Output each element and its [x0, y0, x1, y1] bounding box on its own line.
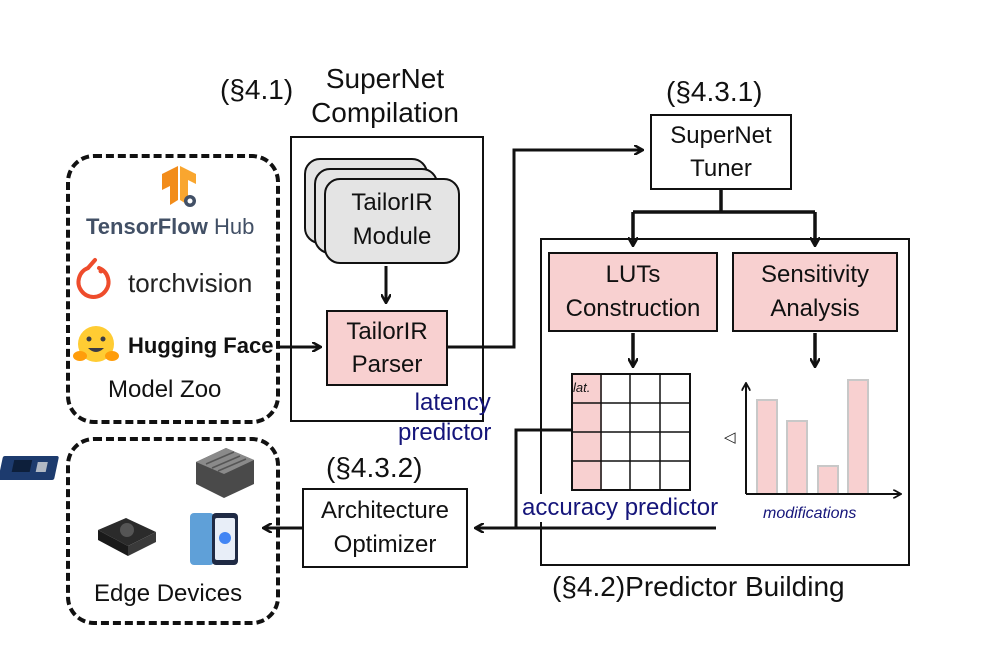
pytorch-logo — [76, 258, 111, 299]
module-line1: TailorIR — [351, 189, 433, 216]
compilation-title-line2: Compilation — [311, 97, 459, 128]
sensitivity-analysis: Sensitivity Analysis — [732, 252, 898, 332]
section-label-4-2: (§4.2)Predictor Building — [552, 571, 845, 602]
model-zoo-label: Model Zoo — [108, 376, 222, 403]
section-label-4-3-1: (§4.3.1) — [666, 76, 763, 107]
sensitivity-line1: Sensitivity — [760, 261, 870, 288]
lat-cell-label: lat. — [573, 380, 591, 395]
sensitivity-bars — [746, 379, 900, 495]
module-line2: Module — [352, 223, 432, 250]
bar-4 — [847, 379, 869, 495]
gpu-module-icon — [98, 518, 156, 556]
section-label-4-3-2: (§4.3.2) — [326, 452, 423, 483]
latency-predictor-label: latency predictor — [398, 388, 491, 448]
bar-1 — [756, 399, 778, 495]
accuracy-predictor-label: accuracy predictor — [520, 494, 721, 522]
tensorflow-hub-logo: TensorFlow Hub — [86, 214, 254, 240]
tuner-line2: Tuner — [690, 155, 752, 182]
edge-devices-label: Edge Devices — [94, 580, 243, 607]
phone-icon — [190, 513, 238, 565]
luts-line2: Construction — [565, 295, 701, 322]
section-label-4-1: (§4.1) — [220, 74, 294, 105]
parser-line1: TailorIR — [346, 318, 428, 345]
parser-line2: Parser — [351, 351, 423, 378]
latency-predictor-line — [514, 428, 572, 528]
tuner-line1: SuperNet — [670, 122, 772, 149]
tailorir-parser: TailorIR Parser — [326, 310, 448, 386]
luts-line1: LUTs — [605, 261, 661, 288]
hub-text: Hub — [213, 214, 255, 239]
edge-devices-box — [66, 437, 280, 625]
sensitivity-line2: Analysis — [770, 295, 860, 322]
bar-3 — [817, 465, 839, 495]
delta-axis-label: ◁ — [724, 429, 736, 446]
model-zoo-box — [66, 154, 280, 424]
latency-line2: predictor — [398, 419, 492, 446]
huggingface-label: Hugging Face — [128, 333, 274, 358]
tensorflow-text: TensorFlow — [86, 214, 208, 239]
supernet-tuner: SuperNet Tuner — [650, 114, 792, 190]
tensorflow-logo — [162, 166, 196, 207]
modifications-label: modifications — [763, 505, 857, 522]
torchvision-label: torchvision — [128, 268, 253, 298]
optimizer-line2: Optimizer — [333, 531, 437, 558]
jetson-icon — [196, 448, 254, 498]
tailorir-module: TailorIR Module — [324, 178, 460, 264]
optimizer-line1: Architecture — [320, 497, 450, 524]
huggingface-emoji — [73, 326, 119, 362]
architecture-optimizer: Architecture Optimizer — [302, 488, 468, 568]
latency-lookup-table — [571, 373, 691, 491]
luts-construction: LUTs Construction — [548, 252, 718, 332]
dev-board-icon — [0, 456, 59, 480]
latency-line1: latency — [414, 389, 491, 416]
supernet-compilation-title: SuperNet Compilation — [300, 62, 470, 130]
compilation-title-line1: SuperNet — [325, 63, 445, 94]
arrow-parser-to-tuner — [448, 150, 642, 349]
bar-2 — [786, 420, 808, 495]
